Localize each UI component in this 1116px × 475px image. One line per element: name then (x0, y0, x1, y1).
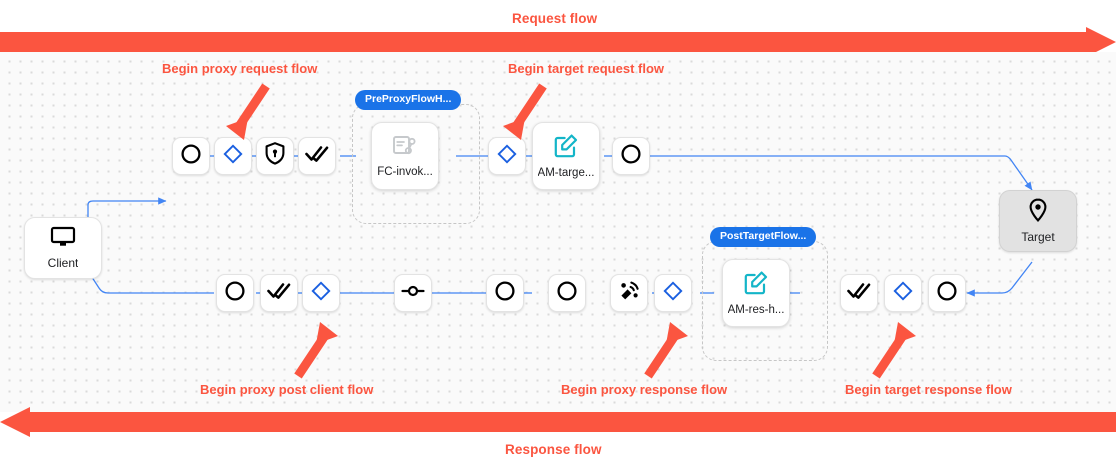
policy-am-res-h[interactable]: AM-res-h... (722, 259, 795, 332)
double-check-icon (847, 282, 871, 305)
shield-lock-icon (265, 142, 285, 170)
endpoint-target-label: Target (1021, 230, 1055, 244)
callout-label-begin-proxy-post-client-flow: Begin proxy post client flow (200, 382, 374, 397)
response-node-6[interactable] (548, 274, 586, 312)
assign-message-icon (553, 133, 579, 164)
response-node-2[interactable] (260, 274, 298, 312)
circle-outline-icon (556, 280, 578, 307)
policy-fc-invoke-label: FC-invok... (377, 165, 433, 178)
diagram-canvas[interactable]: Client Target (0, 52, 1116, 412)
response-node-4[interactable] (394, 274, 432, 312)
monitor-icon (50, 226, 76, 253)
request-node-4[interactable] (298, 137, 336, 175)
callout-label-begin-target-response-flow: Begin target response flow (845, 382, 1012, 397)
request-node-3[interactable] (256, 137, 294, 175)
response-node-8[interactable] (654, 274, 692, 312)
request-flow-bar-body (0, 32, 1086, 52)
response-node-5[interactable] (486, 274, 524, 312)
circle-outline-icon (494, 280, 516, 307)
response-node-7[interactable] (610, 274, 648, 312)
circle-outline-icon (620, 143, 642, 170)
blue-diamond-icon (223, 143, 243, 169)
response-flow-arrowhead (0, 407, 30, 437)
endpoint-target[interactable]: Target (999, 190, 1077, 252)
policy-fc-invoke[interactable]: FC-invok... (371, 122, 444, 195)
circle-outline-icon (224, 280, 246, 307)
response-node-10[interactable] (884, 274, 922, 312)
policy-am-target-label: AM-targe... (537, 166, 595, 179)
request-flow-bar (0, 27, 1116, 57)
policy-am-res-h-label: AM-res-h... (727, 303, 785, 316)
hook-chip-posttargetflowhook[interactable]: PostTargetFlow... (710, 227, 817, 247)
request-node-5[interactable] (488, 137, 526, 175)
circle-outline-icon (936, 280, 958, 307)
response-node-9[interactable] (840, 274, 878, 312)
blue-diamond-icon (497, 143, 517, 169)
hook-chip-preproxyflowhook[interactable]: PreProxyFlowH... (355, 90, 462, 110)
response-flow-bar-body (30, 412, 1116, 432)
connector-wires (85, 155, 1033, 297)
blue-diamond-icon (311, 280, 331, 306)
request-node-1[interactable] (172, 137, 210, 175)
request-flow-label: Request flow (512, 11, 598, 26)
response-node-3[interactable] (302, 274, 340, 312)
double-check-icon (267, 282, 291, 305)
endpoint-client-label: Client (47, 256, 79, 270)
request-node-6[interactable] (612, 137, 650, 175)
request-node-2[interactable] (214, 137, 252, 175)
endpoint-client[interactable]: Client (24, 217, 102, 279)
broadcast-icon (617, 279, 641, 308)
assign-message-icon (743, 270, 769, 301)
flow-callout-icon (392, 134, 418, 163)
response-flow-bar (0, 407, 1116, 437)
circle-outline-icon (180, 143, 202, 170)
callout-label-begin-target-request-flow: Begin target request flow (508, 61, 665, 76)
location-pin-icon (1028, 198, 1048, 227)
blue-diamond-icon (893, 280, 913, 306)
policy-am-target[interactable]: AM-targe... (532, 122, 600, 190)
blue-diamond-icon (663, 280, 683, 306)
callout-label-begin-proxy-request-flow: Begin proxy request flow (162, 61, 318, 76)
response-node-11[interactable] (928, 274, 966, 312)
callout-label-begin-proxy-response-flow: Begin proxy response flow (561, 382, 728, 397)
double-check-icon (305, 145, 329, 168)
response-flow-label: Response flow (505, 442, 602, 457)
response-node-1[interactable] (216, 274, 254, 312)
link-node-icon (401, 284, 425, 303)
